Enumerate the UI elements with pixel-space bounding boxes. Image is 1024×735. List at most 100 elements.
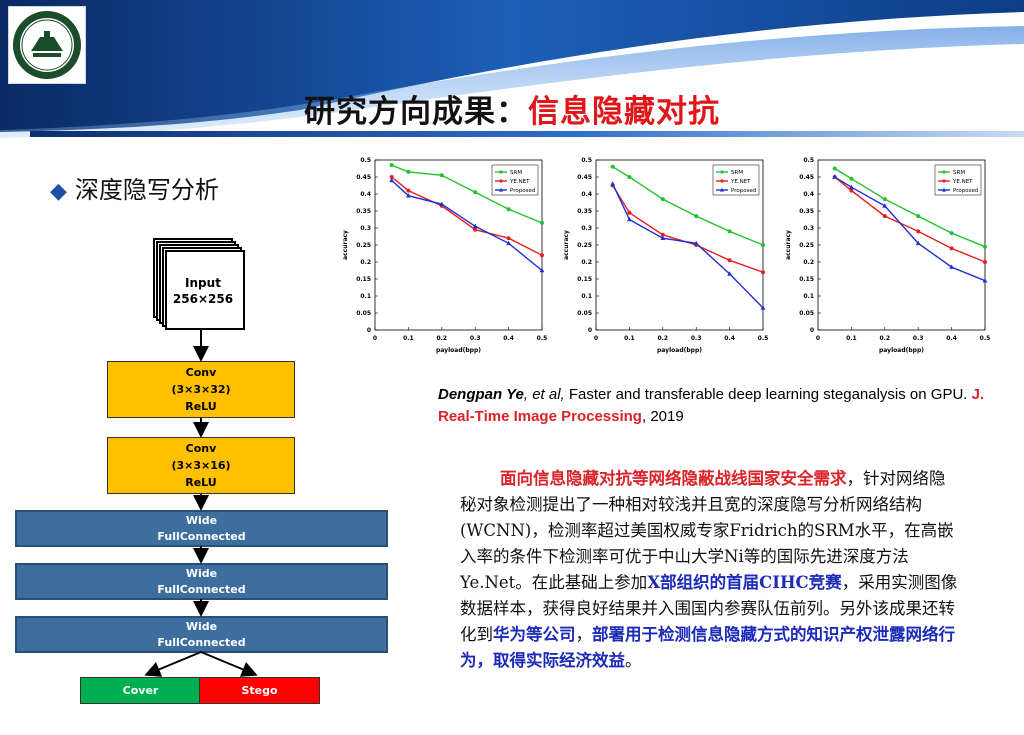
- summary-paragraph: 面向信息隐藏对抗等网络隐蔽战线国家安全需求，针对网络隐秘对象检测提出了一种相对较…: [460, 466, 960, 674]
- data-point: [915, 240, 921, 246]
- data-point: [916, 229, 921, 234]
- legend-marker: [942, 179, 946, 183]
- data-point: [472, 223, 478, 229]
- data-point: [832, 174, 838, 179]
- data-point: [949, 264, 954, 269]
- conv-kernel-label: (3×3×16): [171, 459, 231, 472]
- data-point: [439, 173, 444, 178]
- citation-year: , 2019: [641, 408, 684, 425]
- para-end: 。: [625, 651, 642, 670]
- y-tick-label: 0.2: [360, 259, 371, 266]
- x-tick-label: 0.4: [503, 335, 514, 342]
- arrow-fc3-stego: [200, 651, 258, 677]
- data-point: [982, 278, 988, 283]
- data-point: [389, 175, 394, 179]
- series-line: [391, 176, 543, 256]
- y-tick-label: 0.4: [803, 191, 814, 198]
- legend-marker: [720, 170, 724, 174]
- legend-label: Proposed: [510, 188, 535, 194]
- data-point: [506, 240, 511, 246]
- para-emphasis-competition: X部组织的首届CIHC竞赛: [647, 573, 842, 592]
- y-tick-label: 0.3: [360, 225, 371, 232]
- title-underline: [30, 131, 1024, 137]
- data-point: [506, 207, 511, 212]
- data-point: [882, 214, 887, 219]
- x-tick-label: 0: [594, 335, 598, 342]
- x-axis-label: payload(bpp): [436, 347, 481, 354]
- data-point: [882, 197, 887, 202]
- university-seal-icon: [13, 11, 81, 79]
- input-label: Input 256×256: [164, 275, 242, 307]
- data-point: [660, 197, 665, 202]
- legend-label: YE.NET: [730, 179, 751, 185]
- data-point: [660, 235, 666, 240]
- para-emphasis-need: 信息隐藏对抗等网络隐蔽战线国家安全需求: [533, 469, 847, 488]
- y-tick-label: 0.5: [581, 157, 592, 164]
- data-point: [540, 220, 544, 225]
- legend-label: YE.NET: [952, 179, 973, 185]
- data-point: [473, 227, 478, 232]
- input-size-label: 256×256: [172, 292, 234, 306]
- x-axis-label: payload(bpp): [879, 347, 924, 354]
- y-tick-label: 0.45: [799, 174, 814, 181]
- citation-journal: J. Real-Time Image Processing: [438, 386, 985, 425]
- diagram-arrows: [144, 330, 258, 677]
- para-emphasis-company: 华为等公司: [493, 625, 576, 644]
- y-tick-label: 0.05: [577, 310, 592, 317]
- y-tick-label: 0.5: [360, 157, 371, 164]
- cover-output: Cover: [80, 677, 201, 704]
- data-point: [693, 240, 699, 246]
- legend-marker: [499, 170, 503, 174]
- y-tick-label: 0: [367, 327, 371, 334]
- x-tick-label: 0.1: [846, 335, 857, 342]
- data-point: [610, 164, 615, 169]
- data-point: [389, 177, 395, 183]
- x-axis-label: payload(bpp): [657, 347, 702, 354]
- fc-type-label: FullConnected: [157, 635, 246, 649]
- data-point: [983, 260, 987, 264]
- input-label-line: Input: [185, 276, 221, 290]
- series-line: [834, 167, 986, 248]
- data-point: [540, 253, 544, 258]
- y-tick-label: 0.1: [581, 293, 592, 300]
- conv-block-2: Conv (3×3×16) ReLU: [107, 437, 295, 494]
- x-tick-label: 0.4: [724, 335, 735, 342]
- y-axis-label: accuracy: [342, 230, 349, 260]
- para-red-lead: 面向: [500, 469, 533, 488]
- data-point: [761, 270, 765, 275]
- y-tick-label: 0.45: [356, 174, 371, 181]
- y-tick-label: 0.3: [581, 225, 592, 232]
- data-point: [539, 267, 545, 273]
- data-point: [406, 169, 411, 174]
- fc-type-label: FullConnected: [157, 582, 246, 596]
- x-tick-label: 0.3: [913, 335, 924, 342]
- conv-activation-label: ReLU: [185, 476, 217, 489]
- y-tick-label: 0.2: [803, 259, 814, 266]
- data-point: [916, 214, 921, 219]
- legend-marker: [720, 187, 724, 192]
- y-tick-label: 0.25: [799, 242, 814, 249]
- fc-label: Wide: [185, 619, 218, 633]
- y-tick-label: 0.35: [356, 208, 371, 215]
- title-highlight: 信息隐藏对抗: [528, 94, 720, 130]
- y-tick-label: 0.45: [577, 174, 592, 181]
- para-sep: ，: [575, 625, 593, 644]
- y-tick-label: 0.15: [577, 276, 592, 283]
- header-banner: [0, 0, 1024, 138]
- conv-activation-label: ReLU: [185, 400, 217, 413]
- y-tick-label: 0: [588, 327, 592, 334]
- y-tick-label: 0.15: [356, 276, 371, 283]
- legend-label: SRM: [510, 170, 522, 176]
- arrow-fc3-cover: [144, 651, 202, 677]
- legend-marker: [720, 179, 724, 183]
- series-line: [612, 166, 764, 246]
- x-tick-label: 0.2: [879, 335, 890, 342]
- legend-label: Proposed: [731, 188, 756, 194]
- data-point: [660, 232, 665, 237]
- data-point: [761, 243, 765, 247]
- fc-label: Wide: [185, 566, 218, 580]
- data-point: [627, 216, 632, 222]
- legend-label: Proposed: [953, 188, 978, 194]
- para-text-1: ，针对网络隐秘对象检测提出了一种相对较浅并且宽的深度隐写分析网络结构(WCNN)…: [460, 469, 954, 592]
